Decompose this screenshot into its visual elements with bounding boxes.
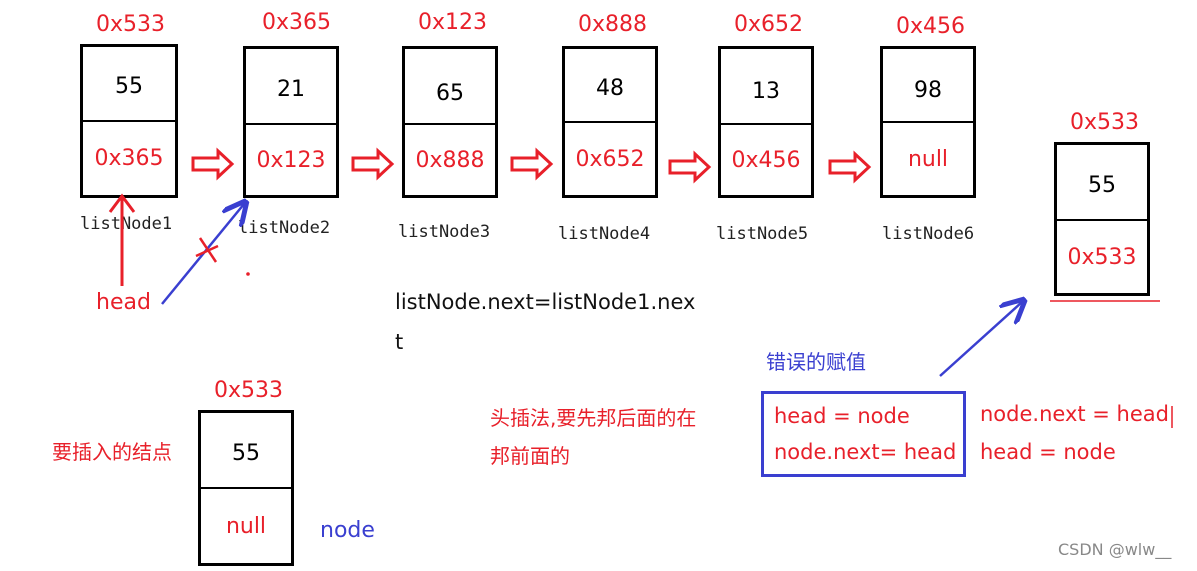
node5-value: 13	[752, 78, 780, 104]
list-node-6: 98 null	[880, 46, 976, 198]
wrong-title: 错误的赋值	[766, 350, 866, 374]
list-node-4: 48 0x652	[562, 46, 658, 198]
node1-label: listNode1	[80, 214, 173, 234]
arrow-icon	[510, 147, 554, 181]
node5-label: listNode5	[716, 224, 809, 244]
insert-node-name: node	[320, 518, 375, 543]
watermark: CSDN @wlw__	[1058, 540, 1172, 559]
insert-node-caption: 要插入的结点	[52, 440, 172, 464]
node4-address: 0x888	[578, 12, 648, 37]
list-node-3: 65 0x888	[402, 46, 498, 198]
list-node-1: 55 0x365	[80, 44, 178, 198]
insert-node-address: 0x533	[214, 378, 284, 403]
node1-address: 0x533	[96, 12, 166, 37]
note-line-1: 头插法,要先邦后面的在	[490, 406, 697, 430]
cross-mark-icon	[195, 237, 219, 263]
node2-value: 21	[277, 76, 305, 102]
node1-value: 55	[115, 73, 143, 99]
head-label: head	[96, 290, 151, 315]
node1-next: 0x365	[83, 120, 175, 195]
insert-node-value: 55	[232, 440, 260, 466]
wrong-node-value: 55	[1088, 172, 1116, 198]
node3-address: 0x123	[418, 10, 488, 35]
arrow-icon	[668, 150, 712, 184]
wrong-code-line-1: head = node	[774, 404, 910, 428]
code-line-2: t	[395, 330, 404, 354]
blue-arrow-icon	[939, 302, 1022, 377]
list-node-2: 21 0x123	[243, 46, 339, 198]
wrong-node-next: 0x533	[1057, 219, 1147, 293]
wrong-code-box: head = node node.next= head	[761, 391, 966, 477]
node4-value: 48	[596, 75, 624, 101]
arrow-icon	[191, 147, 235, 181]
right-code-line-1: node.next = head	[980, 402, 1169, 426]
node5-address: 0x652	[734, 12, 804, 37]
head-arrowhead-icon	[108, 193, 136, 213]
code-line-1: listNode.next=listNode1.nex	[395, 290, 696, 314]
insert-node-next: null	[201, 487, 291, 563]
wrong-code-line-2: node.next= head	[774, 440, 957, 464]
node6-label: listNode6	[882, 224, 975, 244]
arrow-icon	[351, 147, 395, 181]
node6-address: 0x456	[896, 14, 966, 39]
node2-label: listNode2	[238, 218, 331, 238]
node4-label: listNode4	[558, 224, 651, 244]
node3-label: listNode3	[398, 222, 491, 242]
note-line-2: 邦前面的	[490, 444, 570, 468]
node3-next: 0x888	[405, 123, 495, 195]
node5-next: 0x456	[721, 123, 811, 195]
dot-mark-icon	[246, 272, 250, 276]
insert-node: 55 null	[198, 410, 294, 566]
arrow-icon	[828, 150, 872, 184]
wrong-result-node: 55 0x533	[1054, 142, 1150, 296]
list-node-5: 13 0x456	[718, 46, 814, 198]
node6-value: 98	[914, 77, 942, 103]
node2-next: 0x123	[246, 123, 336, 195]
node2-address: 0x365	[262, 10, 332, 35]
right-code-line-2: head = node	[980, 440, 1116, 464]
node4-next: 0x652	[565, 121, 655, 195]
wrong-node-address: 0x533	[1070, 110, 1140, 135]
node6-next: null	[883, 121, 973, 195]
node3-value: 65	[436, 80, 464, 106]
